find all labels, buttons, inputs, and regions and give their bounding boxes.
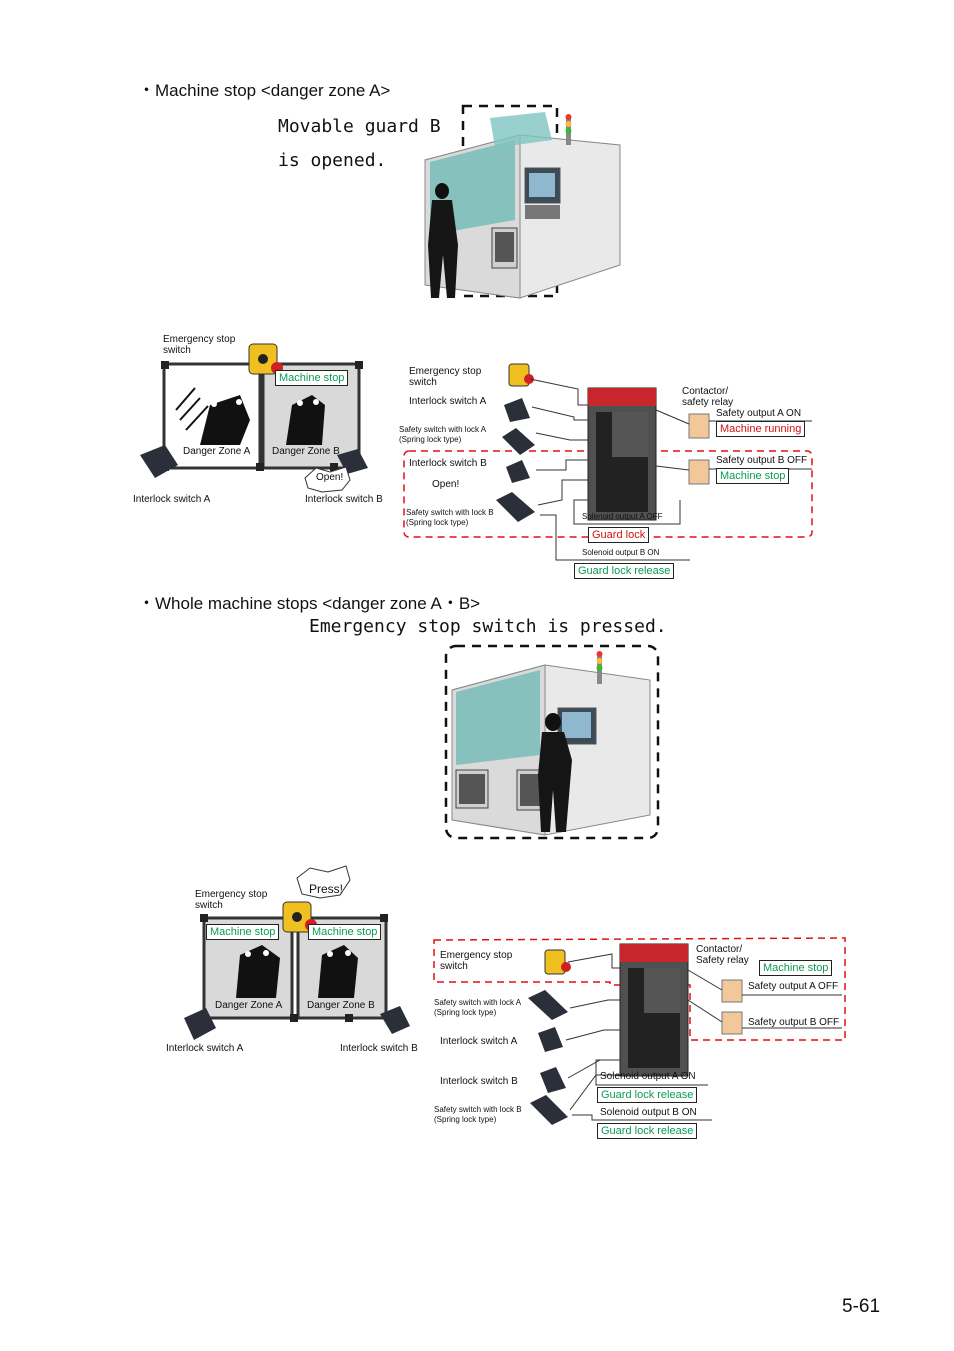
wiring-diagram-2 — [433, 937, 846, 1125]
s1-left-estop-label: Emergency stop switch — [163, 334, 236, 356]
s1-left-machine-stop: Machine stop — [275, 370, 349, 386]
s2-solenoid-a: Solenoid output A ON — [600, 1071, 696, 1082]
wiring-diagram-1 — [403, 363, 813, 561]
s1-right-interlock-b: Interlock switch B — [409, 458, 487, 469]
section1-callout-line1: Movable guard B — [278, 116, 441, 137]
section2-heading: ・Whole machine stops <danger zone A・B> — [138, 594, 481, 613]
section1-heading: ・Machine stop <danger zone A> — [138, 81, 391, 100]
s1-left-interlock-a: Interlock switch A — [133, 494, 211, 505]
machine-illustration-2 — [444, 644, 660, 840]
s2-guard-lock-release-b: Guard lock release — [597, 1123, 698, 1139]
s2-safety-output-b: Safety output B OFF — [748, 1017, 840, 1028]
s2-right-interlock-b: Interlock switch B — [440, 1076, 518, 1087]
s2-left-interlock-a: Interlock switch A — [166, 1043, 244, 1054]
s1-guard-lock: Guard lock — [588, 527, 650, 543]
s1-right-safety-switch-b: Safety switch with lock B (Spring lock t… — [406, 508, 494, 527]
s2-contactor-label: Contactor/ Safety relay — [696, 944, 749, 966]
section1-callout-line2: is opened. — [278, 150, 387, 171]
s1-danger-zone-a: Danger Zone A — [183, 446, 251, 457]
s1-right-open-label: Open! — [432, 479, 460, 490]
s2-danger-zone-a: Danger Zone A — [215, 1000, 283, 1011]
s2-left-interlock-b: Interlock switch B — [340, 1043, 418, 1054]
s1-left-interlock-b: Interlock switch B — [305, 494, 383, 505]
s1-right-interlock-a: Interlock switch A — [409, 396, 487, 407]
s2-guard-lock-release-a: Guard lock release — [597, 1087, 698, 1103]
s1-solenoid-b: Solenoid output B ON — [582, 548, 660, 557]
s2-danger-zone-b: Danger Zone B — [307, 1000, 375, 1011]
page-number: 5-61 — [842, 1296, 881, 1317]
s1-right-safety-switch-a: Safety switch with lock A (Spring lock t… — [399, 425, 487, 444]
s1-open-label: Open! — [316, 472, 344, 483]
s1-safety-output-b: Safety output B OFF — [716, 455, 808, 466]
machine-illustration-1 — [424, 104, 621, 299]
s2-right-safety-switch-a: Safety switch with lock A (Spring lock t… — [434, 998, 522, 1017]
s1-solenoid-a: Solenoid output A OFF — [582, 512, 663, 521]
s2-press-label: Press! — [309, 882, 344, 896]
s1-machine-running: Machine running — [716, 421, 806, 437]
s2-right-estop-label: Emergency stop switch — [440, 950, 513, 972]
s2-left-estop-label: Emergency stop switch — [195, 889, 268, 911]
s2-machine-stop-b: Machine stop — [308, 924, 382, 940]
s2-machine-stop-a: Machine stop — [206, 924, 280, 940]
s1-guard-lock-release: Guard lock release — [574, 563, 675, 579]
s2-solenoid-b: Solenoid output B ON — [600, 1107, 697, 1118]
s2-right-interlock-a: Interlock switch A — [440, 1036, 518, 1047]
s2-safety-output-a: Safety output A OFF — [748, 981, 839, 992]
s2-right-safety-switch-b: Safety switch with lock B (Spring lock t… — [434, 1105, 522, 1124]
s2-machine-stop-right: Machine stop — [759, 960, 833, 976]
s1-machine-stop-right: Machine stop — [716, 468, 790, 484]
guard-layout-1 — [140, 343, 368, 493]
s1-right-estop-label: Emergency stop switch — [409, 366, 482, 388]
s1-safety-output-a: Safety output A ON — [716, 408, 802, 419]
section2-callout: Emergency stop switch is pressed. — [309, 616, 667, 637]
s1-danger-zone-b: Danger Zone B — [272, 446, 340, 457]
s1-contactor-label: Contactor/ safety relay — [682, 386, 734, 408]
